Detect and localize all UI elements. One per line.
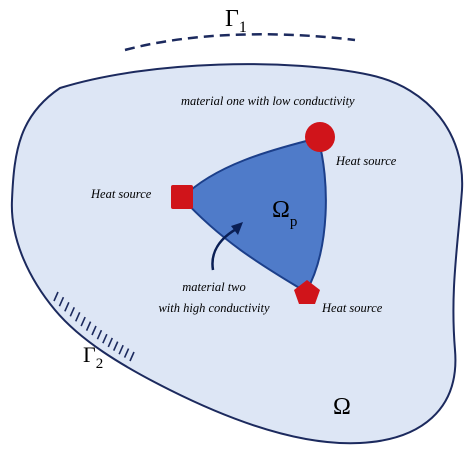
gamma2-hatch-mark bbox=[107, 337, 114, 348]
gamma2-hatch-mark bbox=[85, 321, 92, 331]
gamma2-hatched-boundary bbox=[53, 291, 135, 362]
gamma2-hatch-mark bbox=[123, 348, 130, 358]
heat-source-left-label: Heat source bbox=[90, 187, 152, 201]
gamma2-hatch-mark bbox=[64, 301, 70, 312]
omega-label: Ω bbox=[333, 394, 351, 420]
omega-p-label: Ωp bbox=[272, 197, 297, 230]
square-heat-source-icon bbox=[171, 185, 193, 209]
gamma2-hatch-mark bbox=[69, 307, 76, 317]
gamma2-hatch-mark bbox=[102, 333, 108, 344]
material-two-line2: with high conductivity bbox=[158, 301, 270, 315]
curved-arrow-icon bbox=[211, 222, 243, 271]
pentagon-heat-source-icon bbox=[294, 280, 320, 304]
gamma2-hatch-mark bbox=[53, 291, 59, 302]
gamma2-hatch-mark bbox=[91, 325, 97, 336]
gamma2-hatch-mark bbox=[96, 329, 103, 340]
material-two-line1: material two bbox=[182, 280, 246, 294]
circle-heat-source-icon bbox=[305, 122, 335, 152]
gamma2-hatch-mark bbox=[112, 341, 119, 351]
outer-domain-omega bbox=[10, 63, 464, 445]
gamma2-hatch-mark bbox=[58, 296, 65, 307]
material-one-label: material one with low conductivity bbox=[181, 94, 355, 108]
gamma2-hatch-mark bbox=[80, 316, 86, 327]
heat-source-right-label: Heat source bbox=[335, 154, 397, 168]
gamma1-label: Γ1 bbox=[225, 6, 247, 36]
heat-source-bottom-label: Heat source bbox=[321, 301, 383, 315]
gamma2-hatch-mark bbox=[129, 351, 135, 362]
gamma2-label: Γ2 bbox=[83, 342, 103, 372]
inner-domain-omega-p bbox=[180, 136, 327, 294]
gamma2-hatch-mark bbox=[74, 311, 81, 322]
gamma2-hatch-mark bbox=[118, 344, 124, 355]
gamma1-dashed-boundary bbox=[124, 33, 356, 52]
